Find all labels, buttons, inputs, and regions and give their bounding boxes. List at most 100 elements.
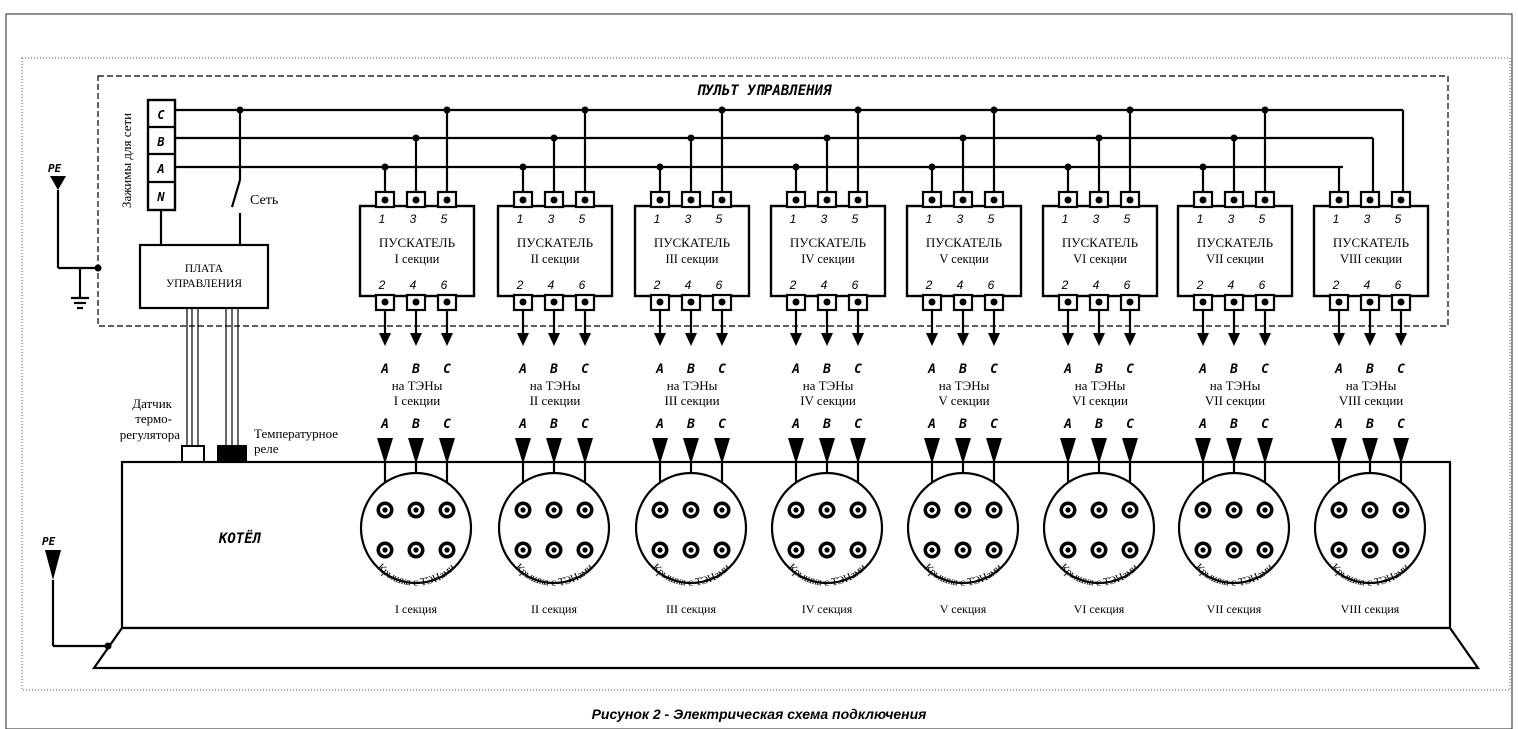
- to-heaters-section-label: VI секции: [1072, 393, 1128, 408]
- junction-dot: [381, 163, 389, 171]
- pin-bottom-label: 4: [821, 278, 828, 292]
- heater-element-core: [991, 507, 997, 513]
- arrow-in: [515, 438, 531, 464]
- heater-element-core: [551, 547, 557, 553]
- phase-label-bottom: A: [791, 417, 800, 432]
- terminal-dot: [581, 196, 589, 204]
- starter-section-label: VI секции: [1073, 252, 1127, 266]
- phase-label-top: C: [854, 362, 862, 377]
- pin-top-label: 3: [410, 212, 417, 226]
- junction-dot: [1126, 106, 1134, 114]
- heater-element-core: [551, 507, 557, 513]
- terminal-dot: [823, 196, 831, 204]
- phase-label-top: B: [1094, 362, 1103, 377]
- pin-bottom-label: 4: [1228, 278, 1235, 292]
- pin-top-label: 3: [685, 212, 692, 226]
- figure-caption: Рисунок 2 - Электрическая схема подключе…: [591, 706, 927, 722]
- arrow-in: [546, 438, 562, 464]
- starter-box: [496, 204, 614, 298]
- terminal-dot: [1126, 298, 1134, 306]
- heater-element-core: [582, 547, 588, 553]
- arrow-down: [1197, 333, 1209, 346]
- phase-label-top: A: [1198, 362, 1207, 377]
- arrow-in: [1226, 438, 1242, 464]
- heater-lid: [770, 471, 884, 585]
- relay-box: [217, 445, 247, 463]
- heater-element-core: [1398, 547, 1404, 553]
- heater-element-core: [582, 507, 588, 513]
- terminal-dot: [1126, 196, 1134, 204]
- heater-element-core: [1231, 547, 1237, 553]
- pin-top-label: 3: [1364, 212, 1371, 226]
- pin-top-label: 1: [379, 212, 386, 226]
- phase-label-top: C: [581, 362, 589, 377]
- board-cables: [186, 308, 239, 446]
- pin-top-label: 3: [1093, 212, 1100, 226]
- junction-dot: [656, 163, 664, 171]
- junction-dot: [1095, 134, 1103, 142]
- phase-label-top: A: [655, 362, 664, 377]
- arrow-down: [548, 333, 560, 346]
- arrow-in: [1257, 438, 1273, 464]
- to-heaters-label: на ТЭНы: [1075, 378, 1126, 393]
- pin-top-label: 1: [926, 212, 933, 226]
- control-panel-box: [97, 75, 1449, 327]
- starter-section-label: II секции: [531, 252, 580, 266]
- terminal-dot: [959, 298, 967, 306]
- pin-bottom-label: 6: [716, 278, 723, 292]
- phase-label-bottom: C: [443, 417, 451, 432]
- to-heaters-label: на ТЭНы: [1346, 378, 1397, 393]
- terminal-dot: [656, 196, 664, 204]
- boiler-label: КОТЁЛ: [218, 530, 262, 547]
- heater-element-core: [688, 547, 694, 553]
- phase-label-bottom: B: [1229, 417, 1238, 432]
- to-heaters-label: на ТЭНы: [939, 378, 990, 393]
- heater-element-core: [382, 547, 388, 553]
- heater-element-core: [382, 507, 388, 513]
- pin-top-label: 3: [548, 212, 555, 226]
- junction-dot: [519, 163, 527, 171]
- terminal-dot: [412, 196, 420, 204]
- phase-label-bottom: B: [411, 417, 420, 432]
- arrow-down: [1124, 333, 1136, 346]
- board-line2: УПРАВЛЕНИЯ: [166, 278, 242, 290]
- heater-element-core: [1398, 507, 1404, 513]
- pin-bottom-label: 2: [516, 278, 524, 292]
- phase-label-bottom: C: [990, 417, 998, 432]
- phase-label-top: C: [1397, 362, 1405, 377]
- arrow-in: [408, 438, 424, 464]
- terminal-n: N: [156, 190, 165, 204]
- pin-bottom-label: 4: [410, 278, 417, 292]
- junction-dot: [1230, 134, 1238, 142]
- terminal-dot: [412, 298, 420, 306]
- junction-dot: [1199, 163, 1207, 171]
- junction-dot: [928, 163, 936, 171]
- heater-element-core: [1231, 507, 1237, 513]
- terminal-dot: [1397, 196, 1405, 204]
- junction-dot: [854, 106, 862, 114]
- starter-box: [633, 204, 751, 298]
- phase-label-top: C: [1261, 362, 1269, 377]
- arrow-in: [652, 438, 668, 464]
- pe-bottom: PE: [42, 535, 112, 650]
- phase-label-bottom: B: [686, 417, 695, 432]
- terminal-dot: [959, 196, 967, 204]
- heater-lid: [1042, 471, 1156, 585]
- heater-element-core: [657, 547, 663, 553]
- pin-top-label: 3: [957, 212, 964, 226]
- heater-element-core: [444, 547, 450, 553]
- terminal-dot: [854, 196, 862, 204]
- terminal-dot: [381, 196, 389, 204]
- heater-lid: [1313, 471, 1427, 585]
- heater-element-core: [824, 547, 830, 553]
- phase-label-bottom: C: [854, 417, 862, 432]
- starter-title: ПУСКАТЕЛЬ: [926, 235, 1003, 250]
- phase-label-bottom: C: [581, 417, 589, 432]
- junction-dot: [550, 134, 558, 142]
- terminal-dot: [550, 196, 558, 204]
- pin-top-label: 1: [1333, 212, 1340, 226]
- relay-line2: реле: [254, 441, 279, 456]
